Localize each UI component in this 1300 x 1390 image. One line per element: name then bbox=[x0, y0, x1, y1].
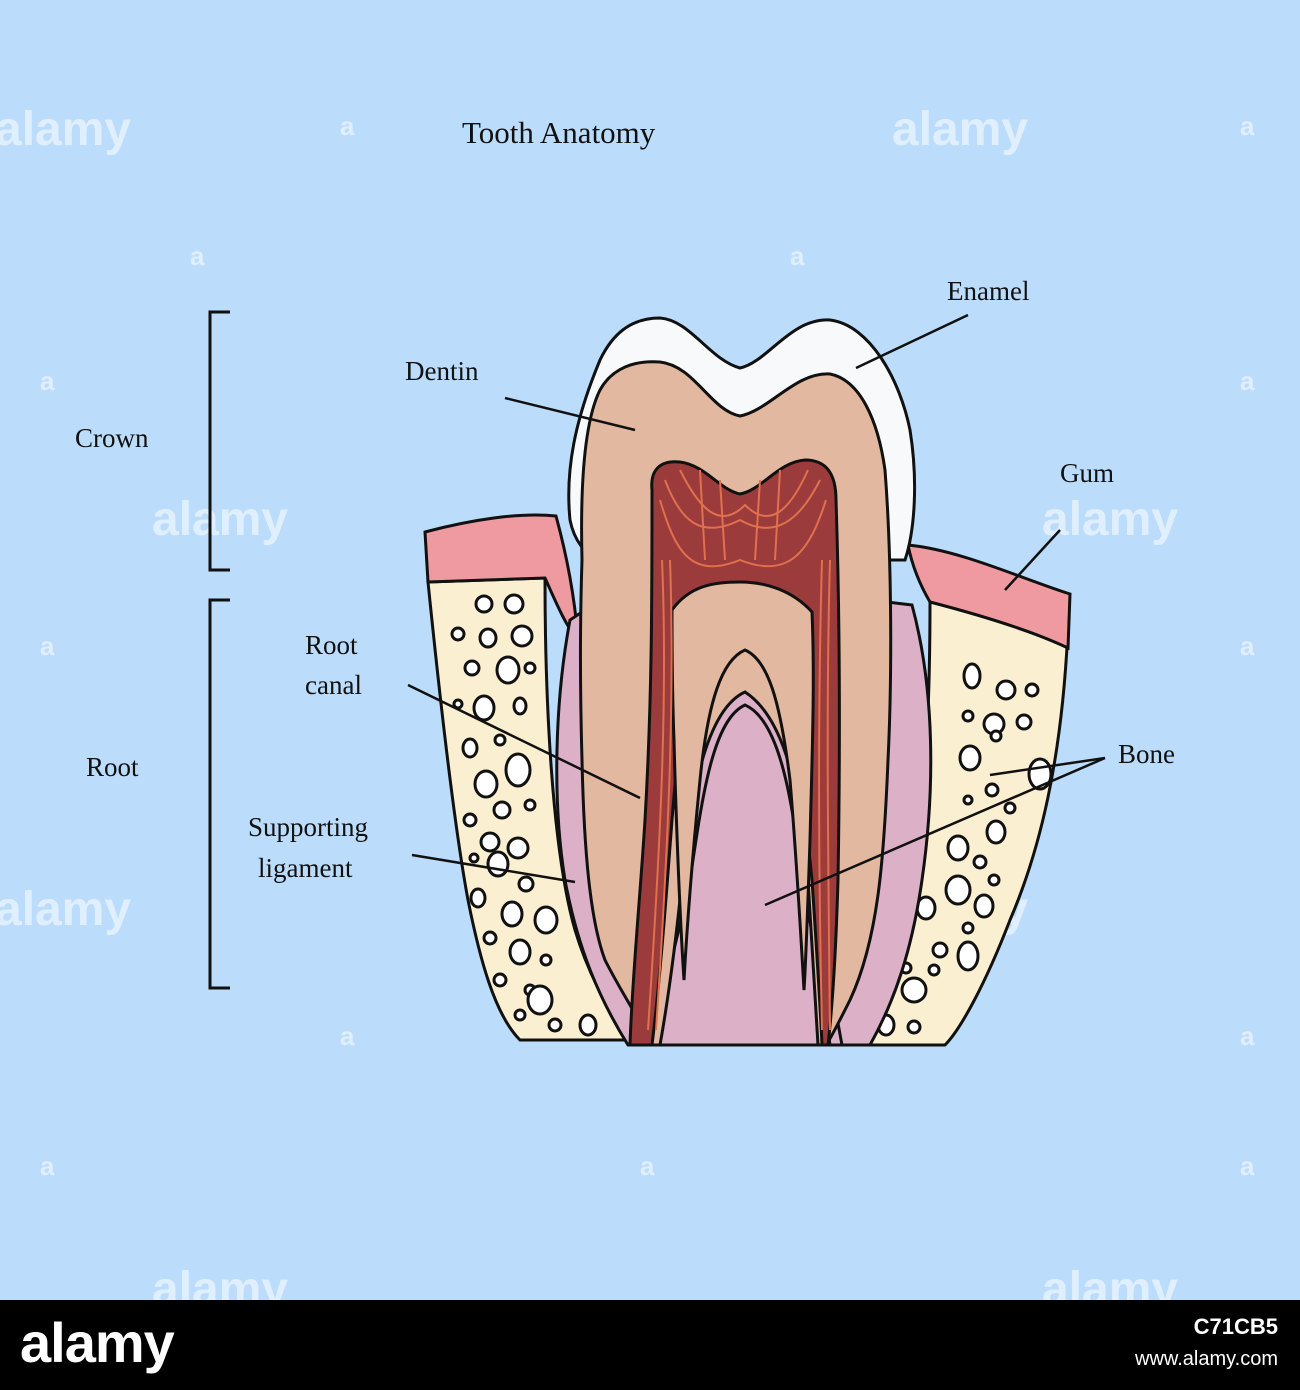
gum-left bbox=[423, 513, 580, 645]
leader-bone-1 bbox=[989, 756, 1106, 777]
watermark: a bbox=[1240, 366, 1255, 396]
label-root: Root bbox=[86, 752, 139, 782]
watermark: a bbox=[790, 241, 805, 271]
pulp-vessels bbox=[647, 469, 831, 1031]
footer-logo: alamy bbox=[20, 1311, 175, 1374]
leader-lines bbox=[407, 313, 1106, 907]
pulp-interior bbox=[670, 580, 815, 991]
leader-gum bbox=[1004, 529, 1061, 591]
leader-ligament bbox=[411, 853, 576, 884]
watermark: a bbox=[40, 631, 55, 661]
label-gum: Gum bbox=[1060, 458, 1114, 488]
watermark: alamy bbox=[0, 883, 131, 936]
diagram-title: Tooth Anatomy bbox=[462, 115, 656, 150]
tooth-diagram: alamy alamy alamy alamy alamy alamy alam… bbox=[0, 103, 1255, 1300]
watermark: a bbox=[40, 366, 55, 396]
leader-root-canal bbox=[407, 683, 641, 800]
watermark: alamy bbox=[152, 1263, 288, 1300]
footer-url: www.alamy.com bbox=[1135, 1348, 1278, 1370]
watermark: alamy bbox=[152, 493, 288, 546]
watermark: a bbox=[1240, 631, 1255, 661]
footer-bar: alamy C71CB5 www.alamy.com bbox=[0, 1300, 1300, 1390]
leader-bone-2 bbox=[764, 756, 1106, 907]
label-bone: Bone bbox=[1118, 739, 1175, 769]
label-supporting-line1: Supporting bbox=[248, 812, 368, 842]
watermark: a bbox=[340, 1021, 355, 1051]
label-crown: Crown bbox=[75, 423, 149, 453]
watermark: a bbox=[340, 111, 355, 141]
watermark: a bbox=[190, 241, 205, 271]
label-root-canal-line2: canal bbox=[305, 670, 362, 700]
footer-info: C71CB5 www.alamy.com bbox=[1135, 1314, 1278, 1371]
watermark: a bbox=[1240, 1151, 1255, 1181]
bracket-root bbox=[208, 598, 230, 990]
label-supporting-line2: ligament bbox=[258, 853, 353, 883]
leader-dentin bbox=[504, 396, 636, 432]
image-id: C71CB5 bbox=[1193, 1314, 1278, 1339]
watermark: a bbox=[1240, 1021, 1255, 1051]
label-enamel: Enamel bbox=[947, 276, 1029, 306]
watermark: alamy bbox=[1042, 493, 1178, 546]
leader-enamel bbox=[855, 313, 969, 370]
watermark: alamy bbox=[0, 103, 131, 156]
watermark: alamy bbox=[892, 103, 1028, 156]
watermark: a bbox=[640, 1151, 655, 1181]
bracket-crown bbox=[208, 310, 230, 572]
watermark: a bbox=[40, 1151, 55, 1181]
label-root-canal-line1: Root bbox=[305, 630, 358, 660]
watermark: alamy bbox=[1042, 1263, 1178, 1300]
gum-right bbox=[906, 543, 1072, 651]
label-dentin: Dentin bbox=[405, 356, 479, 386]
watermark: a bbox=[1240, 111, 1255, 141]
diagram-canvas: alamy alamy alamy alamy alamy alamy alam… bbox=[0, 103, 1255, 1300]
